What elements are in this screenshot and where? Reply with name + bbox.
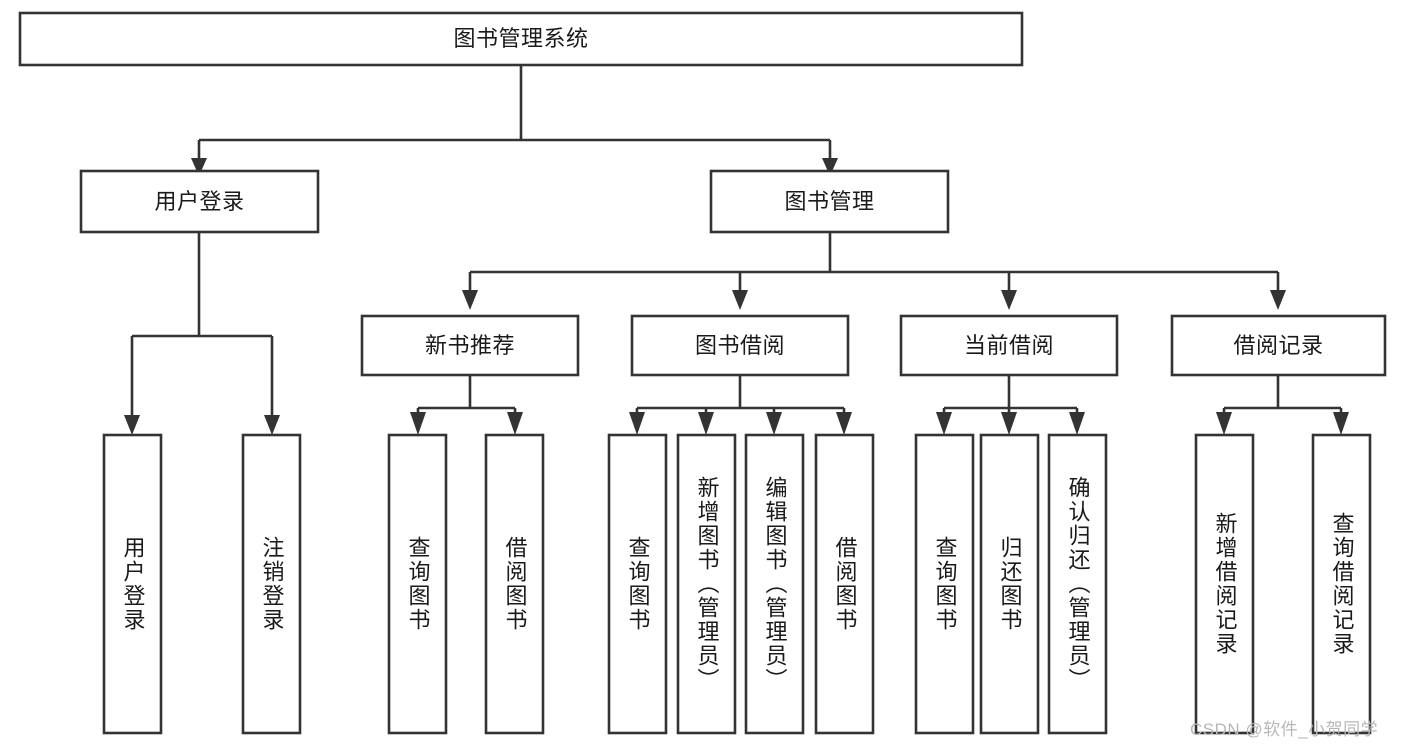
- node-leaf-user-login[interactable]: [102, 433, 163, 735]
- node-leaf-borrow-book-2[interactable]: [814, 433, 875, 735]
- connector-layer: [124, 65, 1349, 435]
- node-root[interactable]: [18, 11, 1024, 67]
- arrow-root-to-book-mgmt: [822, 158, 838, 176]
- arrow-newbook-to-borrow: [507, 412, 523, 435]
- arrow-newbook-to-query: [410, 412, 426, 435]
- arrow-currentborrow-to-query: [936, 412, 952, 435]
- edge-bookmgmt-bus: [468, 232, 1280, 290]
- arrow-bookmgmt-to-newbook: [462, 290, 478, 310]
- arrow-borrowrecord-to-query: [1333, 412, 1349, 435]
- csdn-watermark: CSDN @软件_小贺同学: [1190, 720, 1379, 739]
- node-new-book-recommend[interactable]: [360, 314, 580, 377]
- node-leaf-user-logout[interactable]: [241, 433, 302, 735]
- node-book-borrow[interactable]: [630, 314, 850, 377]
- arrow-userlogin-to-logout: [264, 415, 280, 435]
- arrow-bookmgmt-to-borrowrecord: [1270, 290, 1286, 310]
- node-book-management[interactable]: [709, 169, 950, 234]
- edge-root-bus: [197, 65, 832, 158]
- arrow-currentborrow-to-confirm: [1069, 412, 1085, 435]
- arrow-bookborrow-to-edit: [766, 412, 782, 435]
- node-layer: [18, 11, 1387, 735]
- edge-bookborrow-bus: [635, 375, 846, 415]
- edge-userlogin-bus: [130, 232, 274, 415]
- edge-newbook-bus: [416, 375, 517, 415]
- node-leaf-add-book[interactable]: [676, 433, 737, 735]
- arrow-currentborrow-to-return: [1001, 412, 1017, 435]
- node-leaf-return-book[interactable]: [979, 433, 1040, 735]
- node-leaf-confirm-return[interactable]: [1047, 433, 1108, 735]
- node-borrow-record[interactable]: [1170, 314, 1387, 377]
- node-leaf-query-book-2[interactable]: [607, 433, 668, 735]
- node-leaf-add-record[interactable]: [1194, 433, 1255, 735]
- node-current-borrow[interactable]: [899, 314, 1119, 377]
- arrow-borrowrecord-to-add: [1216, 412, 1232, 435]
- node-leaf-query-book-1[interactable]: [387, 433, 448, 735]
- arrow-bookmgmt-to-bookborrow: [732, 290, 748, 310]
- node-leaf-query-book-3[interactable]: [914, 433, 975, 735]
- node-leaf-borrow-book-1[interactable]: [484, 433, 545, 735]
- edge-currentborrow-bus: [942, 375, 1079, 415]
- arrow-root-to-user-login: [191, 158, 207, 176]
- node-user-login[interactable]: [79, 169, 320, 234]
- arrow-bookmgmt-to-currentborrow: [1001, 290, 1017, 310]
- edge-borrowrecord-bus: [1222, 375, 1343, 415]
- arrow-userlogin-to-login: [124, 415, 140, 435]
- arrow-bookborrow-to-query: [629, 412, 645, 435]
- arrow-bookborrow-to-borrow: [836, 412, 852, 435]
- node-leaf-query-record[interactable]: [1311, 433, 1372, 735]
- node-leaf-edit-book[interactable]: [744, 433, 805, 735]
- arrow-bookborrow-to-add: [698, 412, 714, 435]
